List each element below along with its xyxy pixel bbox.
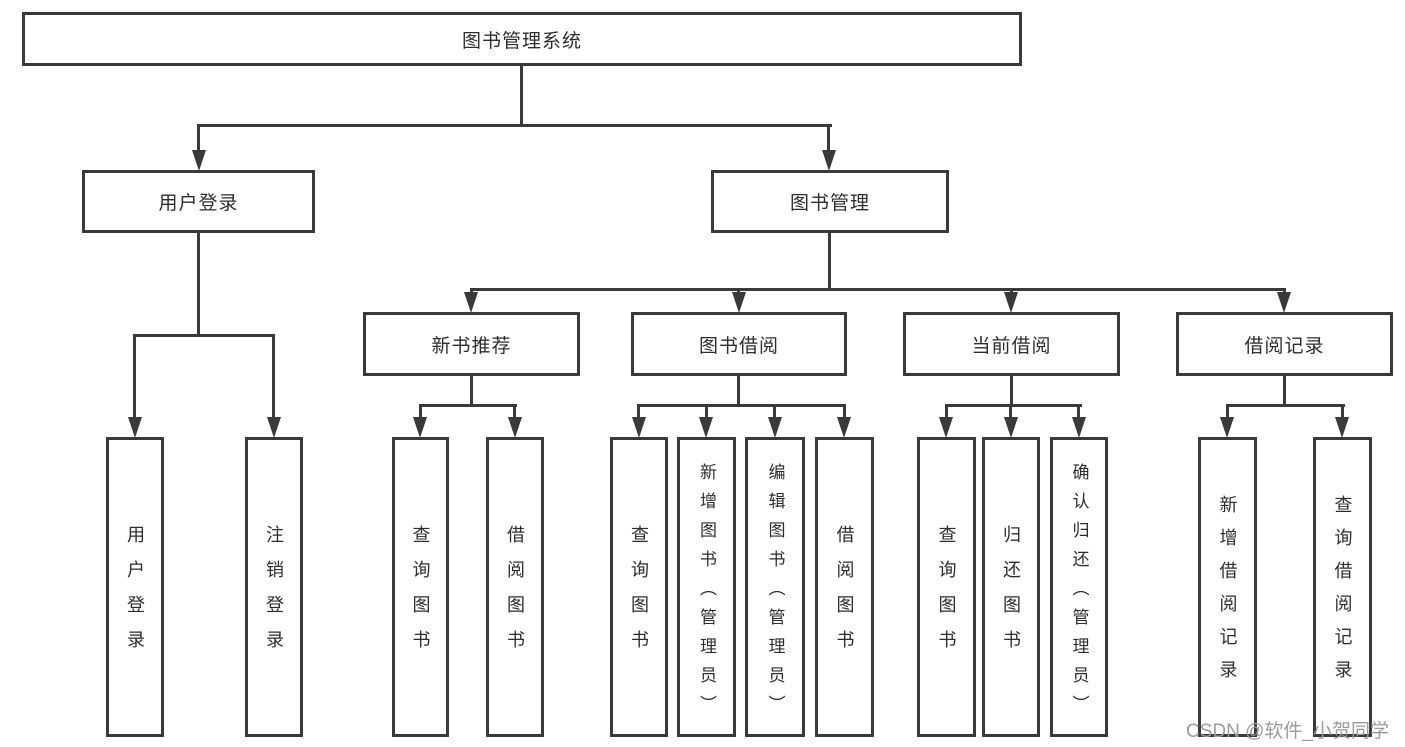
arrow-down-icon — [1277, 292, 1291, 313]
connector-borrow-stem — [737, 376, 740, 406]
node-label: 借阅记录 — [1244, 335, 1325, 357]
leaf-edit-books-admin: 编辑图书（管理员） — [745, 437, 805, 737]
node-label: 图书管理 — [789, 193, 870, 214]
arrow-down-icon — [699, 417, 713, 438]
connector-drop-leaf-user-login — [133, 334, 136, 418]
connector-current-stem — [1010, 376, 1013, 406]
connector-records-bar — [1226, 404, 1345, 407]
leaf-current-query-books: 查询图书 — [917, 437, 976, 737]
connector-drop — [513, 404, 516, 419]
leaf-label: 查询借阅记录 — [1332, 495, 1353, 693]
leaf-user-login: 用户登录 — [106, 437, 164, 737]
node-label: 图书管理系统 — [461, 30, 582, 52]
connector-book-management-bar — [470, 288, 1286, 291]
arrow-down-icon — [267, 417, 281, 438]
arrow-down-icon — [632, 417, 646, 438]
arrow-down-icon — [1072, 417, 1086, 438]
leaf-label: 确认归还（管理员） — [1069, 462, 1089, 724]
arrow-down-icon — [768, 417, 782, 438]
connector-drop — [419, 404, 422, 419]
connector-records-stem — [1283, 376, 1286, 406]
connector-drop — [773, 404, 776, 419]
connector-borrow-bar — [637, 404, 846, 407]
leaf-confirm-return-admin: 确认归还（管理员） — [1050, 437, 1108, 737]
connector-user-login-bar — [133, 334, 275, 337]
leaf-label: 查询图书 — [936, 525, 957, 665]
arrow-down-icon — [464, 292, 478, 313]
connector-root-stem — [520, 66, 523, 126]
node-label: 用户登录 — [158, 193, 239, 214]
node-user-login: 用户登录 — [82, 170, 315, 233]
arrow-down-icon — [732, 292, 746, 313]
connector-drop — [1226, 404, 1229, 419]
connector-drop — [1009, 404, 1012, 419]
connector-drop — [637, 404, 640, 419]
connector-drop — [945, 404, 948, 419]
leaf-recommend-query-books: 查询图书 — [392, 437, 449, 737]
arrow-down-icon — [822, 150, 836, 171]
connector-drop-leaf-logout — [272, 334, 275, 418]
leaf-label: 借阅图书 — [505, 525, 525, 665]
connector-current-bar — [945, 404, 1082, 407]
arrow-down-icon — [192, 150, 206, 171]
connector-drop — [843, 404, 846, 419]
node-new-book-recommend: 新书推荐 — [363, 312, 580, 376]
leaf-add-borrow-record: 新增借阅记录 — [1198, 437, 1257, 737]
leaf-query-borrow-record: 查询借阅记录 — [1313, 437, 1372, 737]
arrow-down-icon — [1004, 417, 1018, 438]
csdn-watermark: CSDN @软件_小贺同学 — [1186, 721, 1389, 742]
leaf-label: 新增借阅记录 — [1217, 495, 1238, 693]
arrow-down-icon — [508, 417, 522, 438]
connector-drop — [1077, 404, 1080, 419]
leaf-return-books: 归还图书 — [982, 437, 1040, 737]
leaf-label: 查询图书 — [410, 525, 431, 665]
connector-drop — [705, 404, 708, 419]
node-book-borrow: 图书借阅 — [631, 312, 847, 376]
leaf-label: 借阅图书 — [834, 525, 855, 665]
arrow-down-icon — [1220, 417, 1234, 438]
leaf-label: 查询图书 — [629, 525, 649, 665]
node-label: 图书借阅 — [698, 335, 779, 357]
leaf-borrow-query-books: 查询图书 — [610, 437, 668, 737]
leaf-label: 编辑图书（管理员） — [765, 462, 785, 724]
arrow-down-icon — [939, 417, 953, 438]
leaf-add-books-admin: 新增图书（管理员） — [677, 437, 736, 737]
connector-drop-user-login — [197, 124, 200, 152]
arrow-down-icon — [1335, 417, 1349, 438]
node-label: 当前借阅 — [971, 335, 1052, 357]
arrow-down-icon — [128, 417, 142, 438]
node-borrow-records: 借阅记录 — [1176, 312, 1393, 376]
arrow-down-icon — [837, 417, 851, 438]
leaf-label: 用户登录 — [125, 525, 145, 665]
leaf-label: 归还图书 — [1001, 525, 1021, 665]
arrow-down-icon — [1004, 292, 1018, 313]
leaf-label: 注销登录 — [264, 525, 284, 665]
leaf-borrow-borrow-books: 借阅图书 — [815, 437, 874, 737]
node-label: 新书推荐 — [431, 335, 512, 357]
leaf-recommend-borrow-books: 借阅图书 — [486, 437, 544, 737]
connector-drop — [1341, 404, 1344, 419]
node-book-management: 图书管理 — [711, 170, 949, 233]
arrow-down-icon — [413, 417, 427, 438]
connector-recommend-bar — [419, 404, 517, 407]
connector-drop-book-management — [827, 124, 830, 152]
leaf-label: 新增图书（管理员） — [697, 462, 716, 724]
connector-recommend-stem — [470, 376, 473, 406]
connector-user-login-stem — [197, 233, 200, 336]
leaf-logout: 注销登录 — [245, 437, 303, 737]
node-current-borrow: 当前借阅 — [903, 312, 1120, 376]
node-library-system: 图书管理系统 — [22, 12, 1022, 66]
connector-book-management-stem — [828, 233, 831, 290]
connector-root-bar — [197, 124, 832, 127]
